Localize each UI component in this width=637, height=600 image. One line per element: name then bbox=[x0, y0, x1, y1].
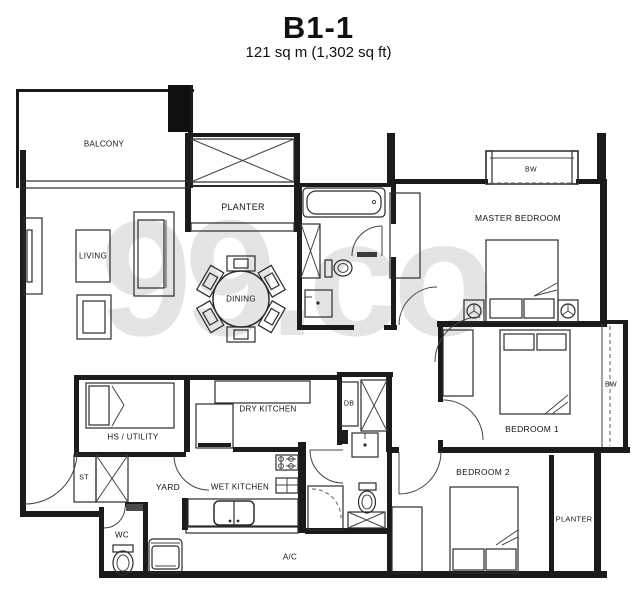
wardrobe-bedroom1-icon bbox=[442, 329, 474, 397]
room-label-balcony: BALCONY bbox=[83, 139, 125, 149]
bay-window-master bbox=[485, 150, 579, 185]
ac-ledge-hatch bbox=[185, 525, 299, 534]
door-arc-bathroom bbox=[309, 449, 344, 484]
basin-icon bbox=[304, 289, 333, 318]
door-arc-wc bbox=[103, 504, 143, 529]
armchair-icon bbox=[76, 294, 112, 340]
room-label-dining: DINING bbox=[226, 294, 256, 304]
door-arc-bedroom1 bbox=[442, 399, 484, 441]
room-label-wc: WC bbox=[115, 530, 129, 540]
toilet-icon bbox=[324, 259, 353, 278]
bath-box-icon bbox=[347, 511, 386, 529]
room-label-hs-utility: HS / UTILITY bbox=[107, 432, 159, 442]
sofa-icon bbox=[133, 211, 175, 297]
door-arc-utility bbox=[173, 454, 210, 491]
door-arc-living-yard bbox=[24, 451, 78, 505]
planter-sill bbox=[190, 222, 295, 232]
chair-icon bbox=[195, 264, 225, 298]
bathtub-icon bbox=[302, 187, 386, 218]
bed-bedroom1-icon bbox=[499, 329, 571, 415]
room-label-dry-kitchen: DRY KITCHEN bbox=[239, 404, 297, 414]
chair-icon bbox=[226, 326, 256, 343]
toilet-icon bbox=[112, 544, 134, 576]
vent-grille bbox=[126, 504, 143, 511]
bed-utility-icon bbox=[85, 382, 175, 429]
bay-window-bedroom1 bbox=[601, 324, 611, 447]
room-label-wet-kitchen: WET KITCHEN bbox=[210, 482, 270, 492]
door-arc-master-bath bbox=[351, 225, 383, 257]
door-arc-bedroom2 bbox=[398, 451, 442, 495]
room-label-planter-top: PLANTER bbox=[221, 202, 265, 212]
wardrobe-bedroom2-icon bbox=[391, 506, 423, 574]
walls bbox=[16, 85, 630, 578]
room-label-yard: YARD bbox=[155, 482, 181, 492]
oven-icon bbox=[275, 477, 299, 494]
room-label-living: LIVING bbox=[78, 251, 108, 261]
shower-stall-icon bbox=[307, 485, 344, 531]
coffee-table-icon bbox=[75, 229, 111, 283]
toilet-icon bbox=[357, 482, 377, 514]
bed-bedroom2-icon bbox=[449, 486, 519, 574]
chair-icon bbox=[226, 255, 256, 272]
wet-kitchen-counter bbox=[187, 498, 299, 528]
washing-machine-icon bbox=[148, 538, 183, 574]
chair-icon bbox=[195, 300, 225, 334]
room-label-master-bedroom: MASTER BEDROOM bbox=[475, 213, 561, 223]
chair-icon bbox=[257, 264, 287, 298]
nightstand-icon bbox=[557, 299, 579, 323]
party-wall-stub bbox=[168, 85, 190, 132]
chair-icon bbox=[257, 300, 287, 334]
room-label-db: DB bbox=[343, 400, 355, 408]
db-box bbox=[340, 381, 359, 427]
wardrobe-master-icon bbox=[389, 192, 421, 279]
unit-area: 121 sq m (1,302 sq ft) bbox=[245, 44, 392, 61]
dining-chairs bbox=[195, 255, 287, 343]
shower-icon bbox=[360, 379, 388, 432]
shaft-box bbox=[95, 454, 129, 503]
planter-top-box bbox=[190, 138, 295, 232]
tv-console-icon bbox=[23, 217, 43, 295]
nightstand-icon bbox=[463, 299, 485, 323]
hob-icon bbox=[275, 454, 299, 471]
room-label-bedroom1: BEDROOM 1 bbox=[505, 424, 559, 434]
room-label-ac: A/C bbox=[282, 552, 298, 562]
unit-title: B1-1 bbox=[282, 10, 355, 45]
basin-icon bbox=[351, 432, 379, 458]
balcony-rail bbox=[20, 180, 190, 189]
bed-master-icon bbox=[485, 239, 559, 323]
room-label-planter-right: PLANTER bbox=[555, 514, 593, 524]
room-label-bedroom2: BEDROOM 2 bbox=[456, 467, 510, 477]
room-label-bw-master: BW bbox=[525, 166, 537, 174]
room-label-st: ST bbox=[79, 474, 89, 482]
shower-icon bbox=[300, 223, 321, 279]
room-label-bw-right: BW bbox=[605, 381, 617, 389]
kitchen-sink-icon bbox=[213, 500, 255, 526]
dry-kitchen-counter bbox=[195, 380, 311, 449]
